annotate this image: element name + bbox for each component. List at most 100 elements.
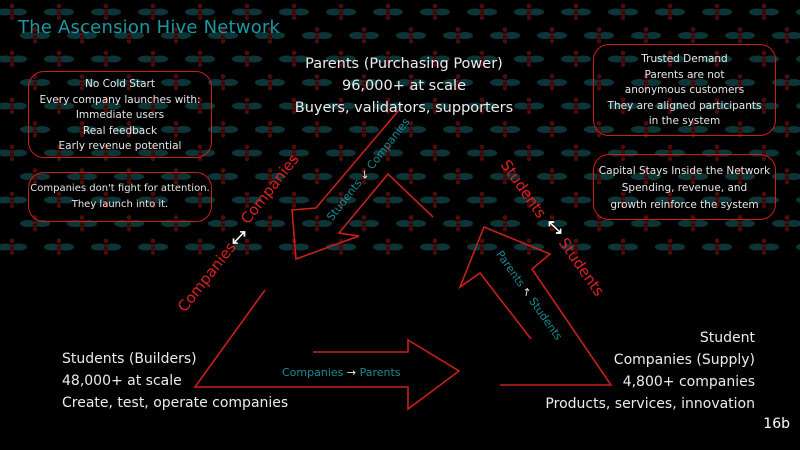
arrow-students-to-companies (193, 289, 461, 411)
bee-icon (373, 238, 403, 255)
bee-icon (467, 97, 497, 114)
flow-to: Parents (359, 366, 401, 379)
node-line: 96,000+ at scale (341, 78, 467, 94)
box-line: Spending, revenue, and (621, 182, 748, 194)
bee-icon (302, 121, 332, 138)
bee-icon (373, 50, 403, 67)
bee-icon (561, 238, 591, 255)
bee-icon (490, 121, 520, 138)
bee-icon (772, 121, 800, 138)
bee-icon (514, 50, 544, 67)
bee-icon (467, 3, 497, 20)
bee-icon (655, 97, 685, 114)
box-line: Real feedback (82, 124, 158, 137)
bee-icon (631, 168, 661, 185)
bee-icon (44, 3, 74, 20)
bee-icon (796, 102, 800, 110)
bee-icon (349, 215, 379, 232)
bee-icon (584, 215, 614, 232)
trusted-demand-box: Trusted Demand Parents are not anonymous… (593, 44, 776, 136)
bee-icon (373, 3, 403, 20)
bee-icon (796, 149, 800, 157)
bee-icon (138, 97, 168, 114)
bee-icon (420, 97, 450, 114)
bee-icon (20, 27, 50, 44)
bee-icon (467, 238, 497, 255)
box-line: Trusted Demand (641, 53, 728, 65)
node-line: Buyers, validators, supporters (294, 100, 514, 116)
bee-icon (302, 27, 332, 44)
bee-icon (772, 168, 800, 185)
no-cold-start-box: No Cold Start Every company launches wit… (28, 71, 212, 158)
companies-node: Student Companies (Supply) 4,800+ compan… (545, 327, 755, 415)
bee-icon (91, 191, 121, 208)
bee-icon (208, 215, 238, 232)
bee-icon (490, 27, 520, 44)
node-line: 4,800+ companies (622, 374, 755, 390)
bee-icon (396, 27, 426, 44)
bee-icon (443, 121, 473, 138)
bee-icon (796, 196, 800, 204)
bee-icon (67, 121, 97, 138)
bee-icon (232, 97, 262, 114)
bee-icon (396, 168, 426, 185)
bee-icon (608, 3, 638, 20)
bee-icon (608, 191, 638, 208)
bee-icon (420, 238, 450, 255)
bee-icon (608, 50, 638, 67)
bee-icon (537, 168, 567, 185)
bee-icon (396, 74, 426, 91)
bee-icon (702, 238, 732, 255)
bee-icon (655, 50, 685, 67)
flow-label-students-to-companies: Companies → Parents (282, 366, 401, 379)
attention-box: Companies don't fight for attention. The… (28, 172, 212, 222)
bee-icon (326, 191, 356, 208)
bee-icon (138, 3, 168, 20)
bee-icon (725, 74, 755, 91)
bee-icon (655, 3, 685, 20)
bee-icon (255, 168, 285, 185)
bee-icon (514, 3, 544, 20)
bee-icon (208, 121, 238, 138)
bee-icon (91, 3, 121, 20)
bee-icon (678, 121, 708, 138)
bee-icon (208, 74, 238, 91)
bee-icon (161, 168, 191, 185)
box-line: Every company launches with: (39, 93, 201, 106)
double-arrow-icon: ⤡ (548, 218, 562, 238)
bee-icon (749, 3, 779, 20)
bee-icon (232, 191, 262, 208)
bee-icon (725, 27, 755, 44)
arrow-companies-to-parents (458, 225, 613, 386)
bee-icon (138, 238, 168, 255)
box-line: anonymous customers (624, 84, 745, 96)
bee-icon (420, 50, 450, 67)
box-line: They launch into it. (71, 198, 169, 210)
bee-icon (420, 144, 450, 161)
bee-icon (373, 191, 403, 208)
arrow-parents-to-students (291, 109, 434, 261)
bee-icon (138, 191, 168, 208)
bee-icon (420, 191, 450, 208)
node-line: Student (699, 330, 755, 346)
bee-icon (631, 121, 661, 138)
bee-icon (185, 50, 215, 67)
bee-icon (255, 74, 285, 91)
box-line: Immediate users (75, 109, 165, 121)
bee-icon (349, 27, 379, 44)
bee-icon (373, 97, 403, 114)
bee-icon (514, 191, 544, 208)
bee-icon (702, 3, 732, 20)
node-line: Students (Builders) (62, 351, 197, 367)
bee-icon (232, 144, 262, 161)
bee-icon (91, 97, 121, 114)
bee-icon (279, 144, 309, 161)
bee-icon (608, 238, 638, 255)
bee-icon (678, 27, 708, 44)
bee-icon (138, 144, 168, 161)
box-line: growth reinforce the system (610, 199, 759, 211)
parents-node: Parents (Purchasing Power) 96,000+ at sc… (270, 53, 538, 119)
bee-icon (490, 168, 520, 185)
bee-icon (725, 215, 755, 232)
